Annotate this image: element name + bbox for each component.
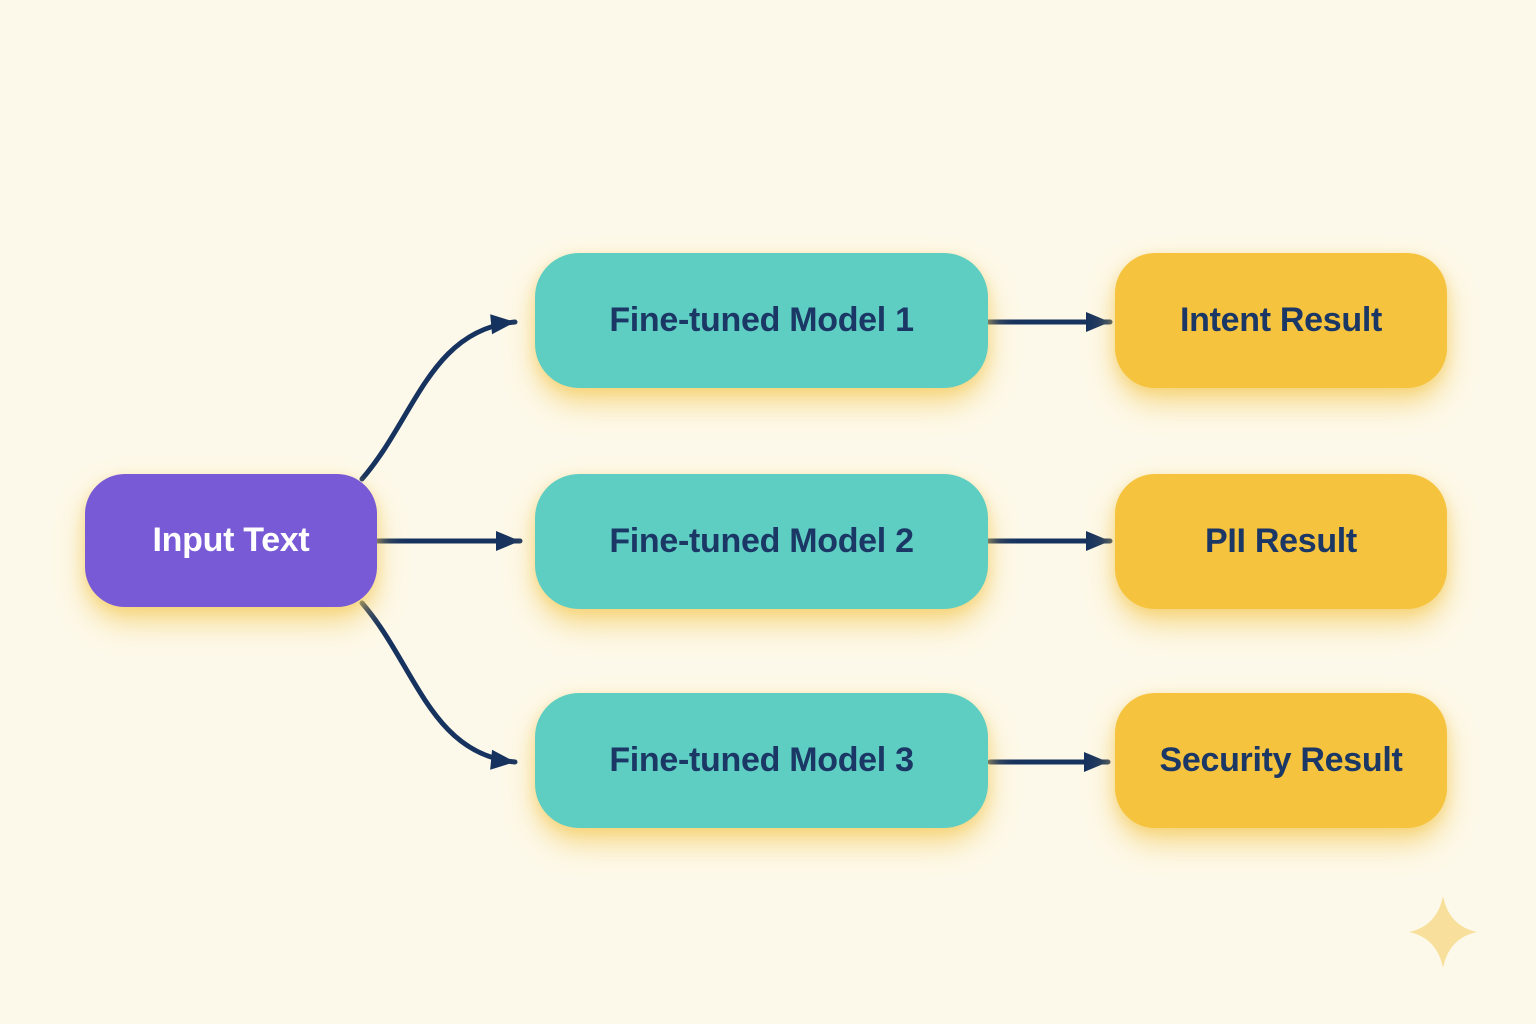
model-node-2-label: Fine-tuned Model 2 [609, 522, 914, 560]
result-node-intent: Intent Result [1115, 253, 1447, 388]
input-text-node: Input Text [85, 474, 377, 607]
result-node-pii-label: PII Result [1205, 522, 1357, 560]
result-node-pii: PII Result [1115, 474, 1447, 609]
input-text-label: Input Text [152, 521, 310, 559]
model-node-3-label: Fine-tuned Model 3 [609, 741, 914, 779]
model-node-1: Fine-tuned Model 1 [535, 253, 988, 388]
model-node-3: Fine-tuned Model 3 [535, 693, 988, 828]
arrow-input-to-model-1 [359, 314, 518, 482]
model-node-2: Fine-tuned Model 2 [535, 474, 988, 609]
model-node-1-label: Fine-tuned Model 1 [609, 301, 914, 339]
arrow-input-to-model-3 [359, 600, 518, 770]
result-node-security-label: Security Result [1159, 741, 1403, 779]
sparkle-icon [1409, 896, 1477, 968]
result-node-intent-label: Intent Result [1180, 301, 1382, 339]
result-node-security: Security Result [1115, 693, 1447, 828]
